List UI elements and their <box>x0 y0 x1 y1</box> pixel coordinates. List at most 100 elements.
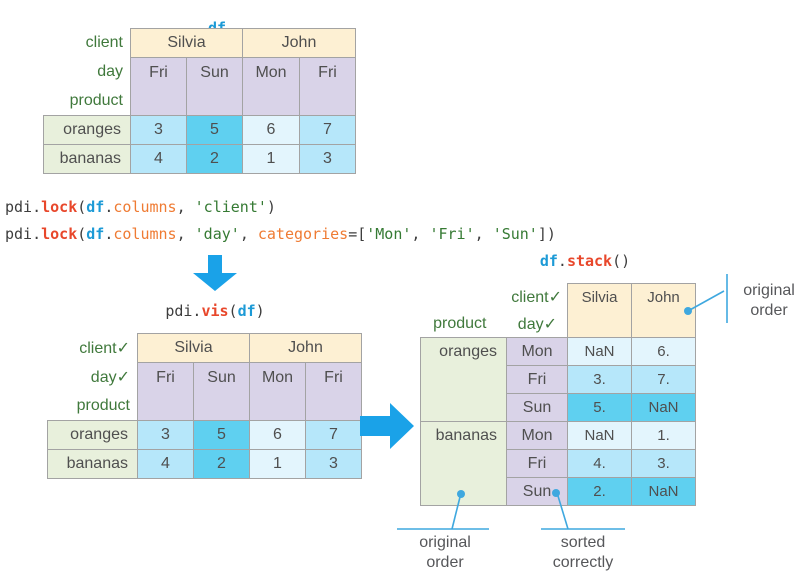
value-cell: 3 <box>299 144 356 174</box>
code-text: ( <box>77 225 87 243</box>
day-header-cell: Fri <box>130 57 187 116</box>
value-cell: 7 <box>305 420 362 450</box>
value-cell: 2 <box>193 449 250 479</box>
df-table: client Silvia John day Fri Sun Mon Fri p… <box>43 28 356 174</box>
table-row: bananas Mon NaN 1. <box>420 421 696 506</box>
day-header-cell: Sun <box>193 362 250 421</box>
stack-table: client✓ Silvia John product day✓ oranges… <box>420 283 696 506</box>
index-level-label: client✓ <box>79 340 130 357</box>
annotation-line: original <box>743 282 795 299</box>
code-attr: columns <box>113 225 177 243</box>
product-index-cell: oranges <box>420 337 507 422</box>
value-cell: 6. <box>631 337 696 366</box>
day-header-cell: Mon <box>249 362 306 421</box>
table-row: oranges 3 5 6 7 <box>47 420 362 450</box>
title-text: ) <box>255 302 265 320</box>
index-level-label: day✓ <box>517 315 557 333</box>
vis-table: client✓ Silvia John day✓ Fri Sun Mon Fri… <box>47 333 362 479</box>
title-function: stack <box>566 252 613 270</box>
value-cell: 6 <box>242 115 300 145</box>
table-row: oranges 3 5 6 7 <box>43 115 356 145</box>
day-header-cell: Fri <box>305 362 362 421</box>
code-string: 'day' <box>194 225 240 243</box>
table-row: oranges Mon NaN 6. <box>420 337 696 422</box>
day-index-cell: Fri <box>506 365 568 394</box>
code-text: , <box>176 198 195 216</box>
day-index-cell: Sun <box>506 477 568 506</box>
value-cell: 2. <box>567 477 632 506</box>
value-cell: 2 <box>186 144 243 174</box>
index-level-label: product <box>76 396 130 414</box>
table-row: Sun 2. NaN <box>421 477 696 506</box>
table-row: bananas 4 2 1 3 <box>47 449 362 479</box>
value-cell: 4 <box>130 144 187 174</box>
code-text: , <box>411 225 430 243</box>
code-attr: columns <box>113 198 177 216</box>
day-header-cell: Sun <box>186 57 243 116</box>
code-text: . <box>104 225 114 243</box>
code-text: . <box>32 225 42 243</box>
code-text: ]) <box>537 225 556 243</box>
index-level-label: product <box>69 91 123 109</box>
title-text: () <box>612 252 631 270</box>
stack-table-title: df.stack() <box>460 252 710 270</box>
code-text: ( <box>77 198 87 216</box>
client-header-cell: Silvia <box>130 28 243 58</box>
vis-table-title: pdi.vis(df) <box>90 302 340 320</box>
code-text: =[ <box>348 225 367 243</box>
day-index-cell: Fri <box>506 449 568 478</box>
index-level-label: client <box>85 34 123 51</box>
annotation-line: order <box>750 302 788 319</box>
code-text: pdi <box>5 225 33 243</box>
code-function: lock <box>41 225 78 243</box>
df-client-row: client Silvia John <box>44 28 356 58</box>
value-cell: 1. <box>631 421 696 450</box>
table-row: Fri 4. 3. <box>421 449 696 478</box>
value-cell: 3 <box>305 449 362 479</box>
stack-index-labels-row: product day✓ <box>421 311 696 338</box>
vis-product-row: product <box>48 392 362 421</box>
vis-client-row: client✓ Silvia John <box>48 333 362 363</box>
annotation-original-order-top: original order <box>733 281 800 321</box>
day-header-cell: Mon <box>242 57 300 116</box>
code-text: . <box>104 198 114 216</box>
client-header-cell: John <box>631 283 696 338</box>
down-arrow-icon <box>193 255 237 291</box>
code-df: df <box>86 198 105 216</box>
value-cell: NaN <box>631 393 696 422</box>
client-header-cell: Silvia <box>567 283 632 338</box>
title-text: . <box>192 302 202 320</box>
code-line-1: pdi.lock(df.columns, 'client') <box>5 194 556 221</box>
product-index-cell: bananas <box>420 421 507 506</box>
code-text: ) <box>266 198 276 216</box>
value-cell: 3 <box>137 420 194 450</box>
annotation-line: sorted <box>560 534 606 551</box>
value-cell: 4 <box>137 449 194 479</box>
client-header-cell: John <box>249 333 362 363</box>
code-text: , <box>176 225 195 243</box>
value-cell: 5. <box>567 393 632 422</box>
title-text: ( <box>228 302 238 320</box>
code-line-2: pdi.lock(df.columns, 'day', categories=[… <box>5 221 556 248</box>
title-df: df <box>539 252 558 270</box>
value-cell: 1 <box>249 449 306 479</box>
code-string: 'Mon' <box>366 225 412 243</box>
value-cell: 6 <box>249 420 306 450</box>
annotation-line: original <box>419 534 471 551</box>
title-df: df <box>237 302 256 320</box>
value-cell: NaN <box>567 337 632 366</box>
row-label-cell: bananas <box>43 144 131 174</box>
table-row: Sun 5. NaN <box>421 393 696 422</box>
day-index-cell: Sun <box>506 393 568 422</box>
index-level-label: day <box>97 63 123 80</box>
day-index-cell: Mon <box>506 421 568 450</box>
annotation-line: correctly <box>552 554 614 571</box>
code-text: , <box>474 225 493 243</box>
index-level-label: day✓ <box>90 369 130 386</box>
code-text: . <box>32 198 42 216</box>
value-cell: 7. <box>631 365 696 394</box>
title-function: vis <box>201 302 229 320</box>
annotation-original-order-bottom: original order <box>399 533 491 573</box>
code-text: pdi <box>5 198 33 216</box>
